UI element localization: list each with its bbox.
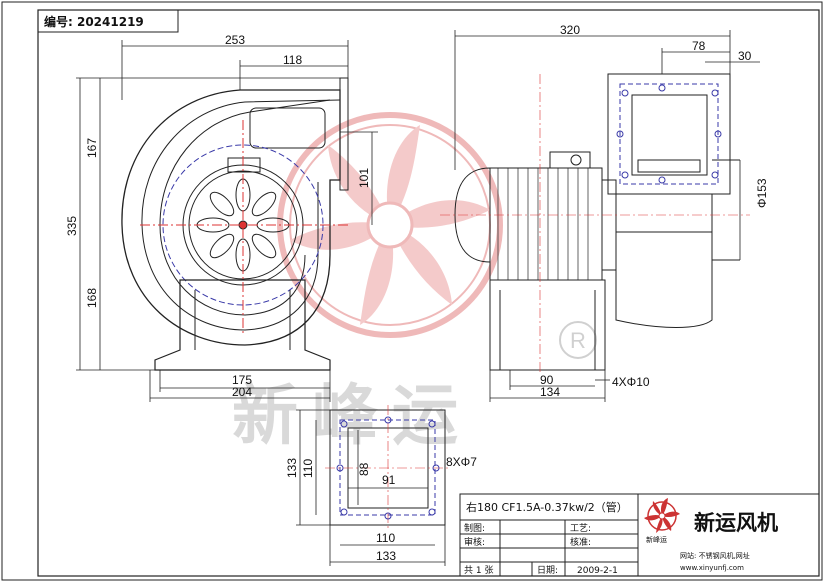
dim-110-h: 110 [376,531,395,545]
model-name: 右180 CF1.5A-0.37kw/2（管） [466,500,628,514]
holes-8x7: 8XΦ7 [446,455,477,469]
dim-101: 101 [357,168,371,188]
dim-175: 175 [232,373,252,387]
header-box [37,9,179,33]
flange-dimensions [296,409,446,566]
registered-mark: R [559,321,597,359]
dim-118: 118 [283,53,302,67]
side-view [440,73,750,372]
inner-border [37,9,820,577]
svg-text:R: R [570,328,586,353]
dim-153: Φ153 [755,178,769,208]
dim-320: 320 [560,23,580,37]
dim-30: 30 [738,49,752,63]
dim-90: 90 [540,373,554,387]
title-block [459,493,820,577]
dim-133-h: 133 [376,549,396,563]
flange-view [325,405,450,530]
dim-204: 204 [232,385,252,399]
holes-4x10: 4XΦ10 [612,375,650,389]
side-holes [616,84,722,184]
dim-88: 88 [357,462,371,476]
label-craft: 工艺: [570,523,591,534]
dim-91: 91 [382,473,396,487]
dim-167: 167 [85,138,99,158]
label-check: 核准: [570,536,591,548]
watermark-logo [277,112,503,338]
dim-110-v: 110 [301,459,315,478]
serial-number: 编号: 20241219 [43,14,144,29]
label-date: 日期: [537,565,558,576]
dim-335: 335 [65,216,79,236]
dim-134: 134 [540,385,560,399]
company-name: 新运风机 [694,511,778,535]
label-draw: 制图: [464,522,485,534]
website-label: 网站: 不锈钢风机,网址 [680,551,750,560]
front-view [121,77,350,371]
company-logo [644,498,680,533]
logo-text: 新峰运 [646,535,667,544]
dim-78: 78 [692,39,706,53]
dim-253: 253 [225,33,245,47]
date-value: 2009-2-1 [577,566,618,576]
dim-133-v: 133 [285,458,299,478]
watermark-text: 新峰运 [232,377,472,454]
website-url: www.xinyunfj.com [680,564,744,572]
label-review: 审核: [464,536,485,548]
label-page: 共 1 张 [464,565,493,576]
front-dimensions [76,40,378,402]
side-dimensions [454,30,760,402]
dim-168: 168 [85,288,99,308]
